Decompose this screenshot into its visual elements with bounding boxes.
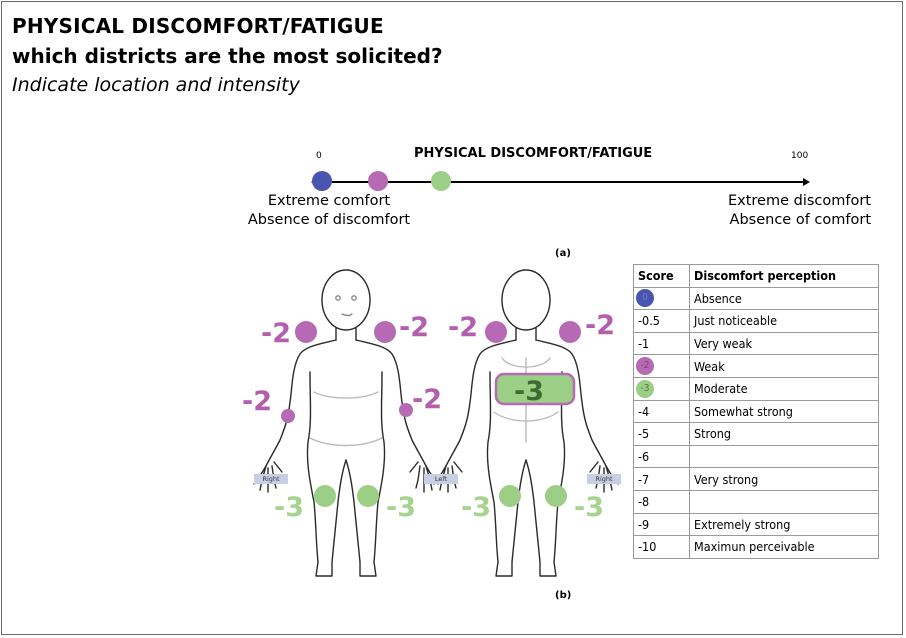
- table-row: -6: [634, 445, 879, 468]
- score-cell: -6: [634, 445, 690, 468]
- back-right-shoulder-value: -2: [585, 310, 615, 341]
- caption-b: (b): [555, 590, 571, 601]
- front-right-elbow-value: -2: [412, 384, 442, 415]
- score-cell: -4: [634, 400, 690, 423]
- front-left-knee-marker: [314, 485, 336, 507]
- blue-score-marker-icon: 0: [636, 289, 654, 307]
- score-cell: -0.5: [634, 310, 690, 333]
- front-left-elbow-marker: [281, 409, 295, 423]
- score-cell: -1: [634, 332, 690, 355]
- score-cell: -2: [634, 355, 690, 378]
- scale-marker-green: [431, 171, 451, 191]
- perception-cell: Weak: [690, 355, 879, 378]
- back-right-shoulder-marker: [559, 321, 581, 343]
- perception-cell: Very weak: [690, 332, 879, 355]
- front-right-knee-value: -3: [386, 492, 416, 523]
- perception-cell: Absence: [690, 287, 879, 310]
- table-header-row: Score Discomfort perception: [634, 265, 879, 288]
- scale-min-tick: 0: [316, 151, 322, 161]
- scale-marker-pink: [368, 171, 388, 191]
- caption-a: (a): [555, 248, 571, 259]
- score-cell: -7: [634, 468, 690, 491]
- scale-arrow-right: [803, 178, 810, 186]
- front-right-elbow-marker: [399, 403, 413, 417]
- perception-cell: Extremely strong: [690, 513, 879, 536]
- score-cell: -5: [634, 423, 690, 446]
- back-left-shoulder-value: -2: [448, 312, 478, 343]
- back-left-knee-value: -3: [461, 492, 491, 523]
- perception-cell: Strong: [690, 423, 879, 446]
- table-row: -2 Weak: [634, 355, 879, 378]
- column-header-score: Score: [634, 265, 690, 288]
- front-right-shoulder-value: -2: [399, 312, 429, 343]
- front-left-knee-value: -3: [274, 492, 304, 523]
- back-left-shoulder-marker: [485, 321, 507, 343]
- perception-cell: Very strong: [690, 468, 879, 491]
- score-cell: -10: [634, 536, 690, 559]
- body-map: -2 -2 -2 -2 -2 -2 -3 -3 -3 -3 -3: [240, 262, 630, 588]
- back-left-tag: Left: [424, 474, 458, 484]
- green-score-marker-icon: -3: [636, 380, 654, 398]
- scale-marker-blue: [312, 171, 332, 191]
- scale-right-label: Extreme discomfort Absence of comfort: [707, 192, 871, 230]
- scale-right-label-1: Extreme discomfort: [707, 192, 871, 211]
- score-cell: 0: [634, 287, 690, 310]
- back-lower-back-value: -3: [514, 376, 544, 407]
- column-header-perception: Discomfort perception: [690, 265, 879, 288]
- table-row: -3 Moderate: [634, 377, 879, 400]
- perception-cell: Somewhat strong: [690, 400, 879, 423]
- perception-cell: Just noticeable: [690, 310, 879, 333]
- front-left-shoulder-value: -2: [261, 318, 291, 349]
- score-cell: -3: [634, 377, 690, 400]
- front-left-elbow-value: -2: [242, 386, 272, 417]
- back-right-knee-value: -3: [574, 492, 604, 523]
- scale-left-label-2: Absence of discomfort: [238, 211, 420, 230]
- perception-cell: Maximun perceivable: [690, 536, 879, 559]
- front-right-knee-marker: [357, 485, 379, 507]
- perception-cell: [690, 490, 879, 513]
- table-row: -8: [634, 490, 879, 513]
- table-row: 0 Absence: [634, 287, 879, 310]
- front-left-shoulder-marker: [295, 321, 317, 343]
- back-left-knee-marker: [499, 485, 521, 507]
- front-right-tag: Right: [254, 474, 288, 484]
- back-right-tag: Right: [587, 474, 621, 484]
- front-right-shoulder-marker: [374, 321, 396, 343]
- scale-max-tick: 100: [791, 151, 808, 161]
- perception-cell: [690, 445, 879, 468]
- score-cell: -8: [634, 490, 690, 513]
- scale-left-label-1: Extreme comfort: [238, 192, 420, 211]
- scale-left-label: Extreme comfort Absence of discomfort: [238, 192, 420, 230]
- perception-cell: Moderate: [690, 377, 879, 400]
- scale-right-label-2: Absence of comfort: [707, 211, 871, 230]
- pink-score-marker-icon: -2: [636, 357, 654, 375]
- scale-title: PHYSICAL DISCOMFORT/FATIGUE: [414, 146, 652, 161]
- score-cell: -9: [634, 513, 690, 536]
- discomfort-score-table: Score Discomfort perception 0 Absence-0.5…: [633, 264, 879, 559]
- back-right-knee-marker: [545, 485, 567, 507]
